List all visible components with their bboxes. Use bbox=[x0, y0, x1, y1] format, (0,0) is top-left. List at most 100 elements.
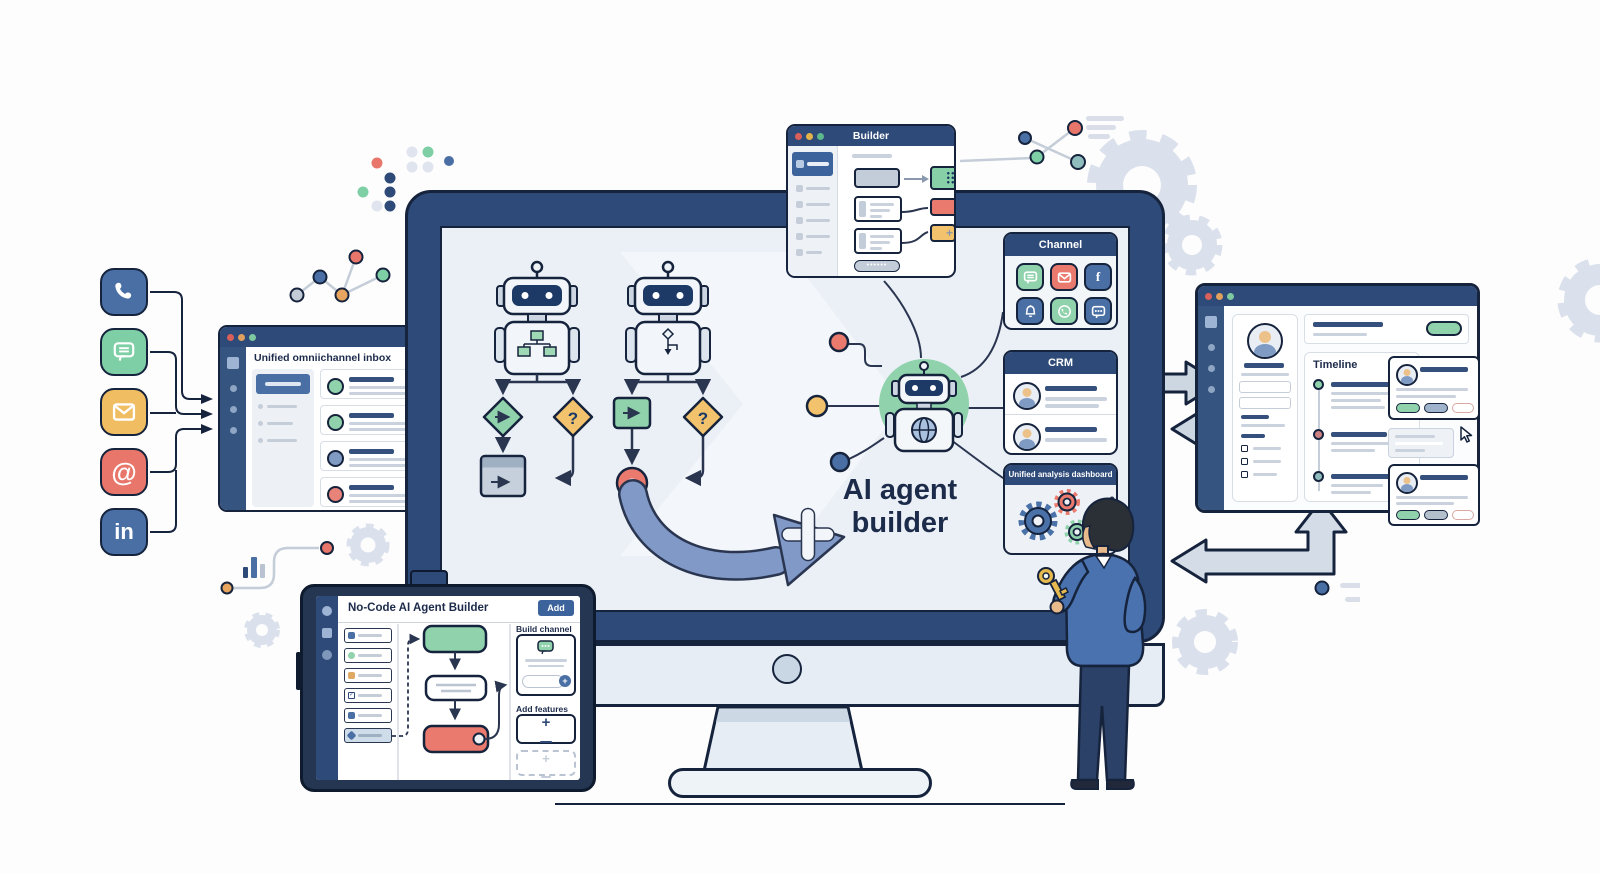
crm-row[interactable] bbox=[1005, 415, 1116, 453]
builder-node-green[interactable] bbox=[930, 166, 954, 190]
checkbox[interactable] bbox=[1241, 458, 1248, 465]
input-field[interactable] bbox=[1239, 381, 1291, 393]
component-item[interactable]: ✓ bbox=[344, 688, 392, 703]
tag-pill[interactable] bbox=[1396, 403, 1420, 413]
component-item[interactable] bbox=[344, 708, 392, 723]
chat-dots-icon[interactable] bbox=[1084, 297, 1112, 325]
list-item-decoration bbox=[1314, 580, 1360, 602]
builder-sidebar-item[interactable] bbox=[792, 233, 833, 240]
crm-row[interactable] bbox=[1005, 374, 1116, 415]
robot-flowchart-b bbox=[625, 260, 711, 376]
inbox-message-row[interactable] bbox=[320, 369, 412, 399]
cursor-icon bbox=[1460, 426, 1473, 443]
flow-node[interactable] bbox=[424, 674, 488, 702]
inbox-rail-item[interactable] bbox=[227, 357, 239, 369]
build-channel-card[interactable]: + bbox=[516, 634, 576, 696]
inbox-title: Unified omniichannel inbox bbox=[254, 352, 392, 364]
input-field[interactable] bbox=[1239, 397, 1291, 409]
builder-sidebar-item[interactable] bbox=[792, 185, 833, 192]
email-icon[interactable] bbox=[100, 388, 148, 436]
note-card[interactable] bbox=[1388, 428, 1454, 458]
tag-pill[interactable] bbox=[1452, 403, 1474, 413]
at-icon[interactable]: @ bbox=[100, 448, 148, 496]
add-button[interactable]: Add bbox=[538, 600, 574, 616]
add-features-placeholder[interactable]: + bbox=[516, 750, 576, 778]
plus-icon[interactable]: + bbox=[559, 675, 571, 687]
contact-card[interactable] bbox=[1388, 356, 1480, 420]
tablet-rail bbox=[316, 596, 338, 780]
chat-icon[interactable] bbox=[100, 328, 148, 376]
rail-item[interactable] bbox=[322, 606, 332, 616]
contact-card[interactable] bbox=[1388, 464, 1480, 526]
builder-sidebar-item[interactable] bbox=[792, 201, 833, 208]
tag-pill[interactable] bbox=[1424, 510, 1448, 520]
plus-icon[interactable]: + bbox=[946, 226, 954, 240]
rail-item[interactable] bbox=[322, 628, 332, 638]
rail-item[interactable] bbox=[1207, 386, 1215, 393]
builder-sidebar-item-selected[interactable] bbox=[792, 152, 833, 176]
hub-robot bbox=[879, 359, 969, 453]
rail-item[interactable] bbox=[1205, 316, 1217, 328]
inbox-message-row[interactable] bbox=[320, 477, 412, 507]
linkedin-icon[interactable]: in bbox=[100, 508, 148, 556]
inbox-message-row[interactable] bbox=[320, 405, 412, 435]
connector-decoration bbox=[220, 541, 334, 595]
screen-caption: AI agent builder bbox=[842, 474, 958, 539]
inbox-sidebar-item-selected[interactable] bbox=[256, 374, 310, 394]
monitor-base bbox=[668, 768, 932, 798]
builder-sidebar-item[interactable] bbox=[792, 217, 833, 224]
builder-node-dots[interactable]: •••••• bbox=[854, 260, 900, 272]
tag-pill[interactable] bbox=[1424, 403, 1448, 413]
flow-node-green[interactable] bbox=[422, 624, 488, 654]
tag-pill[interactable] bbox=[1396, 510, 1420, 520]
rail-item[interactable] bbox=[1207, 365, 1215, 372]
builder-node[interactable] bbox=[854, 196, 902, 222]
window-controls[interactable] bbox=[795, 132, 824, 140]
checkbox[interactable] bbox=[1241, 445, 1248, 452]
phone-icon[interactable] bbox=[100, 268, 148, 316]
window-controls[interactable] bbox=[1205, 292, 1234, 300]
builder-node-red[interactable] bbox=[930, 198, 954, 216]
chat-icon[interactable] bbox=[1016, 263, 1044, 291]
inbox-rail-item[interactable] bbox=[229, 427, 237, 434]
builder-node-yellow[interactable] bbox=[930, 224, 954, 242]
component-item[interactable] bbox=[344, 628, 392, 643]
action-button[interactable] bbox=[1426, 321, 1462, 336]
email-icon[interactable] bbox=[1050, 263, 1078, 291]
builder-window: Builder bbox=[786, 124, 956, 278]
window-controls[interactable] bbox=[227, 333, 256, 341]
inbox-rail-item[interactable] bbox=[229, 406, 237, 413]
facebook-icon[interactable]: f bbox=[1084, 263, 1112, 291]
builder-titlebar: Builder bbox=[788, 126, 954, 146]
profile-window: Timeline bbox=[1195, 283, 1480, 513]
timeline-label: Timeline bbox=[1313, 359, 1358, 371]
inbox-sidebar-item[interactable] bbox=[258, 438, 308, 443]
builder-sidebar-item[interactable] bbox=[792, 249, 833, 256]
network-graph bbox=[959, 120, 1086, 170]
person-figure bbox=[1037, 497, 1147, 790]
gear-icon bbox=[1557, 257, 1600, 343]
bell-icon[interactable] bbox=[1016, 297, 1044, 325]
component-item[interactable] bbox=[344, 648, 392, 663]
monitor-button[interactable] bbox=[772, 654, 802, 684]
person-hand bbox=[1049, 599, 1065, 615]
tablet-side-button[interactable] bbox=[296, 652, 301, 690]
svg-text:?: ? bbox=[698, 409, 708, 428]
inbox-message-row[interactable] bbox=[320, 441, 412, 471]
dot-cluster bbox=[357, 146, 454, 212]
inbox-rail-item[interactable] bbox=[229, 385, 237, 392]
tag-pill[interactable] bbox=[1452, 510, 1474, 520]
builder-node[interactable] bbox=[854, 228, 902, 254]
component-item-selected[interactable] bbox=[344, 728, 392, 743]
gear-icon bbox=[1161, 214, 1223, 276]
inbox-sidebar-item[interactable] bbox=[258, 404, 308, 409]
add-features-card[interactable]: + bbox=[516, 714, 576, 744]
rail-item[interactable] bbox=[322, 650, 332, 660]
input-bubble[interactable] bbox=[522, 675, 564, 688]
whatsapp-icon[interactable] bbox=[1050, 297, 1078, 325]
rail-item[interactable] bbox=[1207, 344, 1215, 351]
checkbox[interactable] bbox=[1241, 471, 1248, 478]
builder-node[interactable] bbox=[854, 168, 900, 188]
component-item[interactable] bbox=[344, 668, 392, 683]
inbox-sidebar-item[interactable] bbox=[258, 421, 308, 426]
